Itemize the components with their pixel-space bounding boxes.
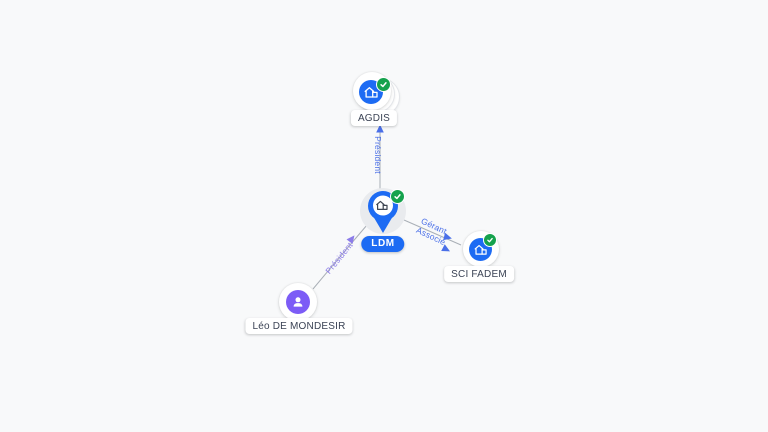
edge-ldm-scifadem <box>403 219 462 246</box>
node-label-ldm[interactable]: LDM <box>361 236 405 252</box>
arrow-gerant-icon <box>443 232 452 241</box>
verified-check-icon <box>483 233 497 247</box>
arrow-associe-icon <box>441 244 451 252</box>
person-icon <box>286 290 310 314</box>
edge-label-president-agdis: Président <box>373 136 383 174</box>
arrow-to-agdis-icon <box>376 124 384 133</box>
node-label-leo[interactable]: Léo DE MONDESIR <box>245 318 353 334</box>
verified-check-icon <box>376 77 391 92</box>
edge-leo-ldm <box>312 224 368 290</box>
node-label-agdis[interactable]: AGDIS <box>350 110 398 126</box>
arrow-to-ldm-icon <box>346 235 355 244</box>
node-label-sci-fadem[interactable]: SCI FADEM <box>444 266 514 282</box>
verified-check-icon <box>390 189 405 204</box>
